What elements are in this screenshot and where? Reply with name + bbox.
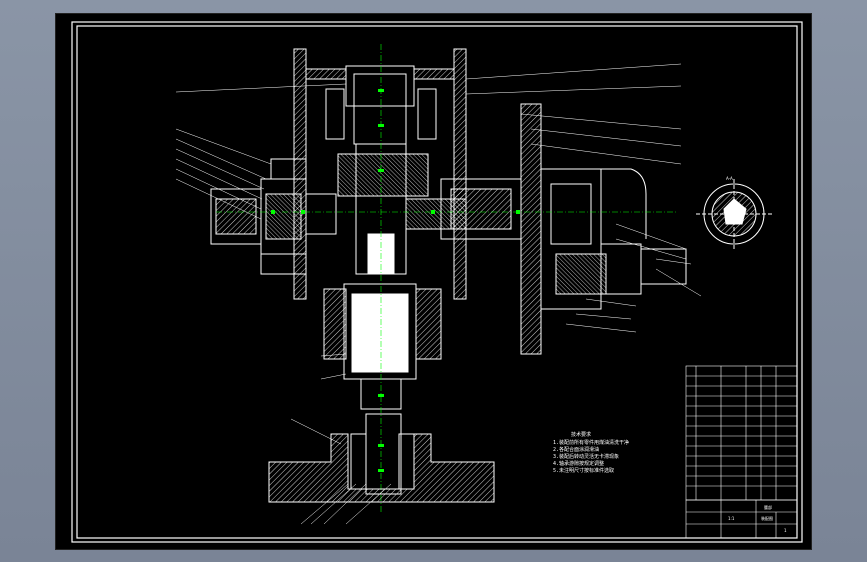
inner-frame — [76, 25, 798, 539]
title-drawing-name: 腰部 — [764, 504, 772, 510]
notes-title: 技术要求 — [571, 431, 591, 438]
cad-drawing: A-A 技术要求 1.装配前所有零件用煤油清洗干净 2.各配合面涂润滑油 3.装… — [71, 21, 803, 543]
title-scale: 1:1 — [728, 516, 735, 521]
parts-list — [685, 365, 798, 501]
section-view-aa — [696, 179, 774, 250]
base-plate — [268, 433, 495, 503]
upper-housing — [293, 48, 467, 300]
technical-notes: 技术要求 1.装配前所有零件用煤油清洗干净 2.各配合面涂润滑油 3.装配后转动… — [553, 431, 629, 474]
title-block — [685, 499, 798, 539]
note-line-2: 2.各配合面涂润滑油 — [553, 446, 599, 453]
outer-frame — [71, 21, 803, 543]
note-line-4: 4.轴承游隙按规定调整 — [553, 460, 604, 467]
leader-lines — [175, 63, 702, 525]
note-line-1: 1.装配前所有零件用煤油清洗干净 — [553, 439, 629, 446]
title-school: 装配图 — [761, 515, 773, 521]
note-line-5: 5.未注明尺寸按标准件选取 — [553, 467, 614, 474]
green-markers — [271, 89, 520, 472]
section-label: A-A — [726, 176, 733, 181]
drawing-sheet: A-A 技术要求 1.装配前所有零件用煤油清洗干净 2.各配合面涂润滑油 3.装… — [55, 13, 812, 550]
right-shaft-assembly — [216, 103, 687, 355]
title-sheet: 1 — [784, 528, 787, 533]
left-shaft-assembly — [210, 158, 337, 275]
note-line-3: 3.装配后转动灵活无卡滞现象 — [553, 453, 619, 460]
